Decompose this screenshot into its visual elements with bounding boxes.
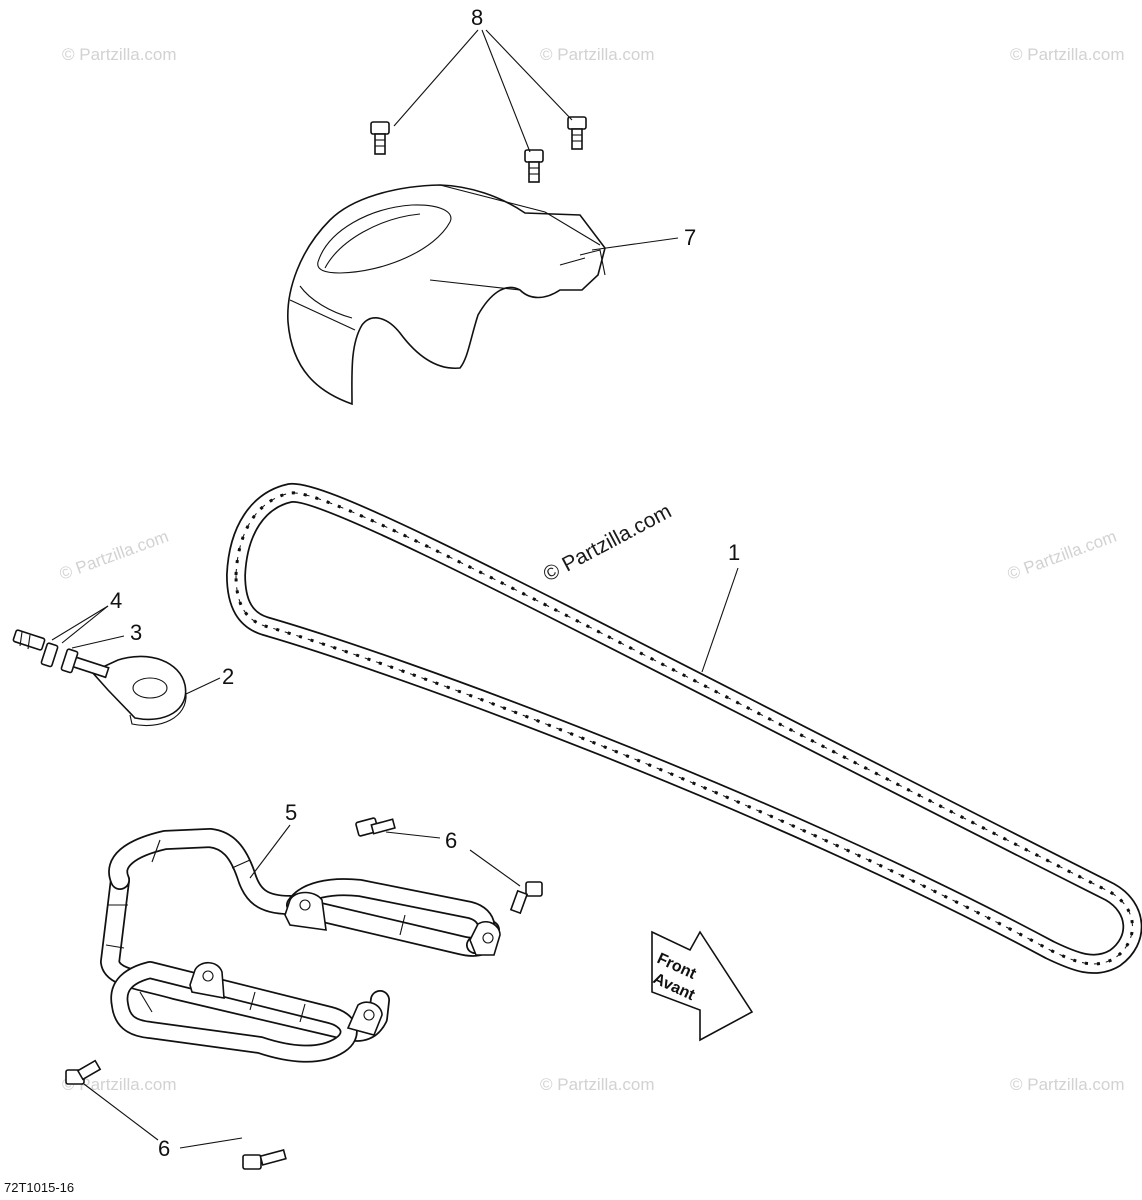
nut-3 [60,648,79,674]
watermark-text: © Partzilla.com [1010,45,1125,64]
watermark-text: © Partzilla.com [62,45,177,64]
leader-8 [393,29,573,153]
leader-5 [249,824,291,879]
watermark-text: © Partzilla.com [1005,527,1119,584]
bolt-8-left [370,121,390,155]
nut-4 [12,629,59,668]
front-direction-arrow: Front Avant [650,930,754,1042]
callout-1: 1 [728,540,740,565]
callout-4: 4 [110,588,122,613]
bolt-6-lower-left [65,1059,102,1085]
frame-guard-5 [100,828,501,1063]
watermark-main: © Partzilla.com [540,500,676,587]
bolt-6-right [509,881,543,915]
diagram-reference-code: 72T1015-16 [4,1180,74,1195]
leader-2-3-4 [51,605,221,695]
drive-chain-1 [226,482,1142,974]
watermark-text: © Partzilla.com [540,45,655,64]
callout-2: 2 [222,664,234,689]
callout-3: 3 [130,620,142,645]
callout-7: 7 [684,225,696,250]
watermark-text: © Partzilla.com [57,527,171,584]
bolt-6-lower-right [242,1149,287,1170]
watermark-layer: © Partzilla.com © Partzilla.com © Partzi… [57,45,1125,1094]
bolt-8-right [567,116,587,150]
leader-7 [591,237,679,251]
chain-tensioner-2 [70,655,187,727]
callout-6-upper: 6 [445,828,457,853]
watermark-text: © Partzilla.com [1010,1075,1125,1094]
bolt-8-middle [524,149,544,183]
leader-1 [701,567,739,673]
chain-guard-7 [287,184,606,406]
callout-6-lower: 6 [158,1136,170,1161]
callout-8: 8 [471,5,483,30]
watermark-text: © Partzilla.com [540,1075,655,1094]
bolt-6-upper [355,817,396,837]
callout-5: 5 [285,800,297,825]
leader-6 [83,831,521,1149]
